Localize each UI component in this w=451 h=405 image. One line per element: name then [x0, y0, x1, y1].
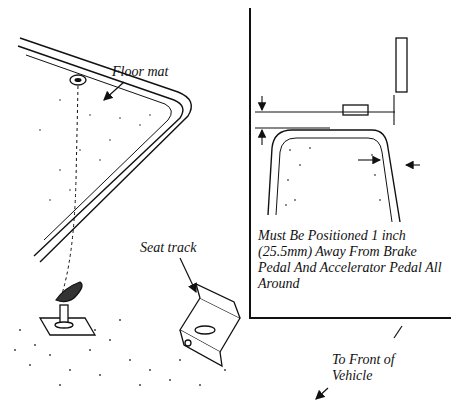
inset-mat-texture	[285, 147, 381, 206]
direction-line	[394, 326, 402, 338]
instruction-note: Must Be Positioned 1 inch (25.5mm) Away …	[258, 228, 443, 292]
inset-mat	[268, 130, 400, 222]
leader-line	[104, 82, 124, 100]
inset-frame	[250, 8, 451, 318]
grommet-hole	[75, 78, 82, 82]
mat-texture	[39, 99, 151, 201]
leader-line	[180, 258, 196, 292]
part-label: Floor mat	[112, 64, 168, 80]
floor-mat	[18, 38, 191, 262]
accelerator-pedal	[396, 38, 407, 92]
part-label: Seat track	[140, 240, 196, 256]
direction-arrow	[316, 388, 328, 399]
grommet	[70, 75, 86, 85]
mat-clip	[40, 282, 95, 335]
guide-line	[60, 86, 78, 300]
direction-label: To Front of Vehicle	[332, 352, 404, 384]
seat-track	[180, 284, 240, 366]
brake-pedal	[343, 105, 368, 115]
